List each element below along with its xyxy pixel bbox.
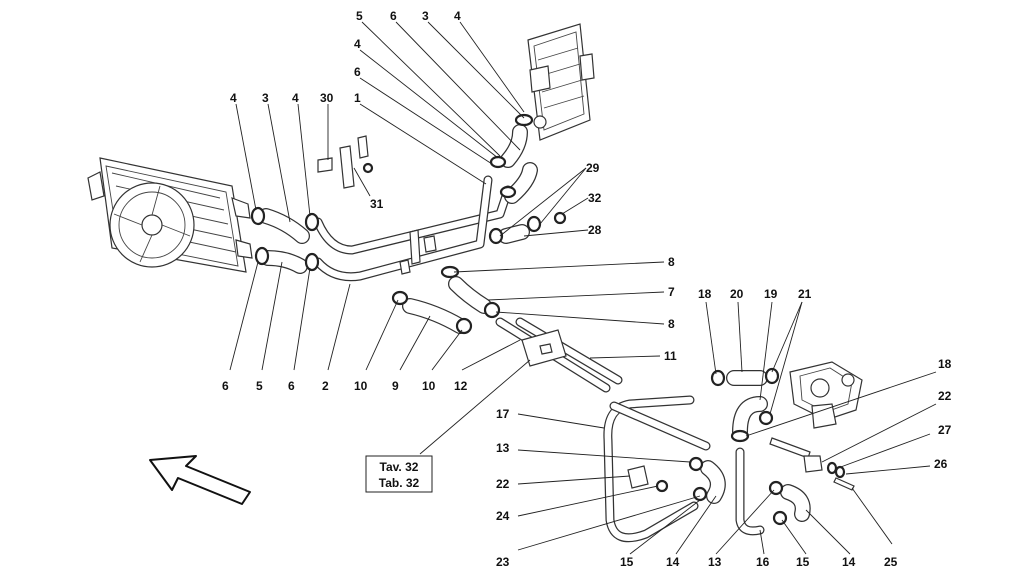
part-label: 6 <box>390 9 397 23</box>
engine-outlet-housing <box>527 23 595 141</box>
bracket-31 <box>339 145 355 189</box>
bracket-22 <box>627 465 649 489</box>
bracket-31b <box>357 135 369 159</box>
bolt-rod <box>769 437 811 459</box>
part-label: 21 <box>798 287 812 301</box>
part-label: 5 <box>356 9 363 23</box>
part-label: 22 <box>938 389 952 403</box>
part-label: 9 <box>392 379 399 393</box>
part-label: 6 <box>288 379 295 393</box>
hose-9 <box>402 298 468 334</box>
part-label: 16 <box>756 555 770 569</box>
part-label: 27 <box>938 423 952 437</box>
part-label: 8 <box>668 317 675 331</box>
part-label: 28 <box>588 223 602 237</box>
part-label: 7 <box>668 285 675 299</box>
part-label: 31 <box>370 197 384 211</box>
part-label: 11 <box>664 349 677 363</box>
part-label: 8 <box>668 255 675 269</box>
fitting-30 <box>317 157 333 173</box>
part-label: 12 <box>454 379 468 393</box>
radiator-fan-assembly <box>87 157 253 273</box>
hose-5 <box>260 250 308 274</box>
part-label: 18 <box>698 287 712 301</box>
part-label: 10 <box>422 379 436 393</box>
hose-clamps <box>250 113 846 526</box>
part-label: 19 <box>764 287 778 301</box>
pipe-bracket <box>423 235 437 253</box>
part-label: 4 <box>230 91 237 105</box>
pipe-assembly-11 <box>495 317 623 393</box>
part-label: 26 <box>934 457 948 471</box>
part-label: 29 <box>586 161 600 175</box>
part-label: 4 <box>454 9 461 23</box>
hose-3 <box>258 208 310 244</box>
hose-28 <box>498 224 530 244</box>
part-label: 2 <box>322 379 329 393</box>
part-label: 32 <box>588 191 602 205</box>
lower-coolant-pipe <box>313 175 493 282</box>
part-label: 22 <box>496 477 510 491</box>
leader-lines <box>229 21 937 555</box>
hose-14 <box>700 460 811 522</box>
part-label: 15 <box>620 555 634 569</box>
pipe-17 <box>603 395 711 543</box>
reference-line-2: Tab. 32 <box>379 476 420 490</box>
part-label: 24 <box>496 509 510 523</box>
part-label: 13 <box>708 555 722 569</box>
part-label: 3 <box>422 9 429 23</box>
pipe-bracket <box>409 229 421 265</box>
direction-arrow-icon <box>149 455 251 505</box>
pipe-16 <box>735 447 765 536</box>
part-label: 10 <box>354 379 368 393</box>
part-label: 4 <box>292 91 299 105</box>
part-label: 14 <box>666 555 680 569</box>
part-label: 5 <box>256 379 263 393</box>
elbow-19 <box>732 396 768 440</box>
part-label: 4 <box>354 37 361 51</box>
part-label: 14 <box>842 555 856 569</box>
part-label: 25 <box>884 555 898 569</box>
part-label: 30 <box>320 91 334 105</box>
part-label: 17 <box>496 407 510 421</box>
water-pump-housing <box>789 361 863 429</box>
hose-7 <box>448 276 492 314</box>
pipe-bracket <box>399 259 411 275</box>
part-label: 20 <box>730 287 744 301</box>
part-label: 1 <box>354 91 361 105</box>
part-label: 3 <box>262 91 269 105</box>
part-labels: 5 6 3 4 4 6 1 4 3 4 30 31 29 32 28 8 7 8… <box>222 9 952 569</box>
part-label: 15 <box>796 555 810 569</box>
upper-coolant-pipe <box>313 185 513 255</box>
bracket-22-right <box>803 455 823 473</box>
part-label: 13 <box>496 441 510 455</box>
bolt-25 <box>833 477 855 491</box>
part-label: 18 <box>938 357 952 371</box>
part-label: 6 <box>222 379 229 393</box>
reference-line-1: Tav. 32 <box>380 460 419 474</box>
part-label: 23 <box>496 555 510 569</box>
reference-box: Tav. 32 Tab. 32 <box>365 455 433 493</box>
part-label: 6 <box>354 65 361 79</box>
